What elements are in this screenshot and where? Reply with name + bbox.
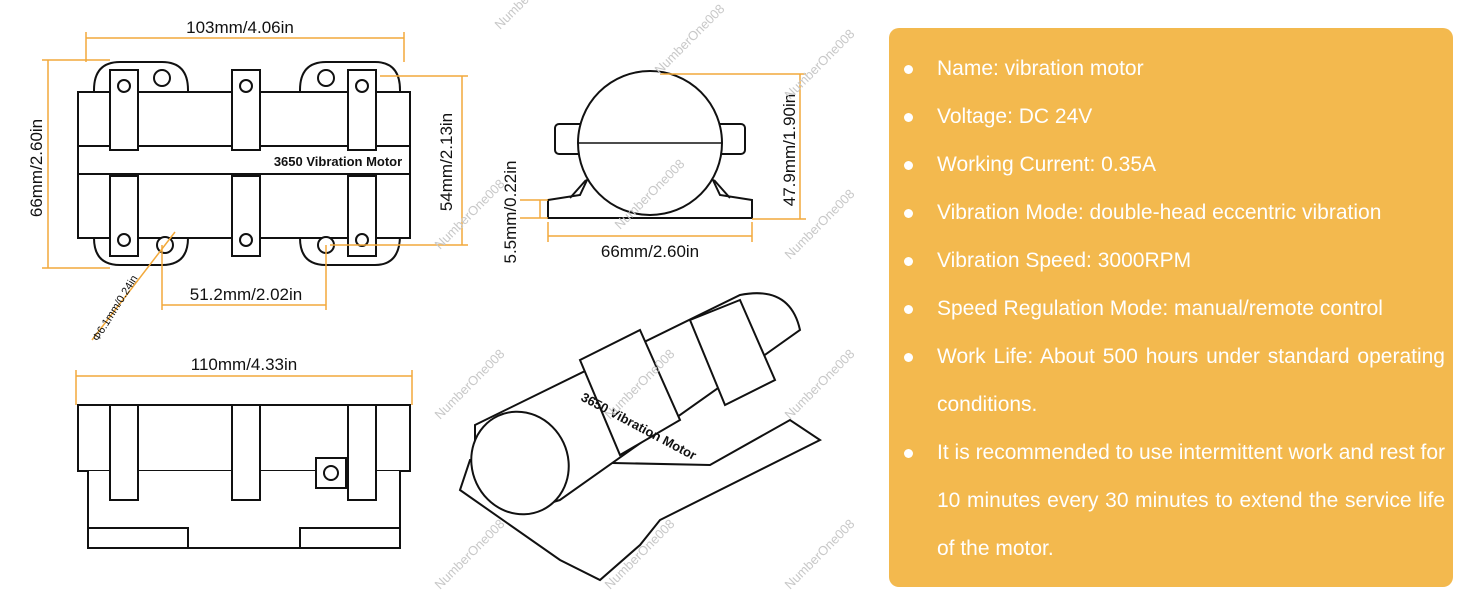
- specifications-panel: Name: vibration motor Voltage: DC 24V Wo…: [889, 28, 1453, 587]
- spec-voltage: Voltage: DC 24V: [937, 105, 1093, 128]
- bullet-icon: [904, 113, 913, 122]
- spec-item: Vibration Mode: double-head eccentric vi…: [889, 189, 1453, 237]
- side-view-drawing: [547, 70, 753, 219]
- technical-drawings: 3650 Vibration Motor 103mm/4.06in 66mm/2…: [27, 0, 858, 592]
- spec-recommendation: It is recommended to use intermittent wo…: [937, 441, 1445, 560]
- isometric-view-drawing: [458, 292, 822, 582]
- bottom-view-drawing: [77, 404, 411, 549]
- watermark-9: NumberOne008: [782, 346, 858, 422]
- side-view-dimension-lines: [520, 73, 806, 242]
- spec-speed: Vibration Speed: 3000RPM: [937, 249, 1192, 272]
- spec-item: Work Life: About 500 hours under standar…: [889, 333, 1453, 429]
- foot-height-dim: 5.5mm/0.22in: [501, 161, 520, 264]
- bottom-view-dimension-lines: [75, 370, 413, 405]
- base-width-dim: 66mm/2.60in: [601, 242, 699, 261]
- bottom-width-dim: 110mm/4.33in: [191, 355, 297, 374]
- spec-name: Name: vibration motor: [937, 57, 1144, 80]
- spec-item: It is recommended to use intermittent wo…: [889, 429, 1453, 573]
- spec-vibration-mode: Vibration Mode: double-head eccentric vi…: [937, 201, 1382, 224]
- bullet-icon: [904, 209, 913, 218]
- watermark-12: NumberOne008: [782, 516, 858, 592]
- watermark-2: NumberOne008: [652, 1, 728, 77]
- bullet-icon: [904, 257, 913, 266]
- top-width-dim: 103mm/4.06in: [186, 18, 294, 37]
- side-height-dim: 47.9mm/1.90in: [780, 94, 799, 206]
- watermark-10: NumberOne008: [432, 516, 508, 592]
- top-view-drawing: [77, 61, 411, 266]
- watermark-7: NumberOne008: [432, 346, 508, 422]
- spec-item: Speed Regulation Mode: manual/remote con…: [889, 285, 1453, 333]
- spec-item: Voltage: DC 24V: [889, 93, 1453, 141]
- left-height-dim: 66mm/2.60in: [27, 119, 46, 217]
- spec-item: Name: vibration motor: [889, 45, 1453, 93]
- hole-diameter-dim: Φ6.1mm/0.24in: [90, 273, 140, 343]
- spec-current: Working Current: 0.35A: [937, 153, 1157, 176]
- hole-spacing-dim: 51.2mm/2.02in: [190, 285, 302, 304]
- bullet-icon: [904, 353, 913, 362]
- spec-item: Working Current: 0.35A: [889, 141, 1453, 189]
- right-height-dim: 54mm/2.13in: [437, 113, 456, 211]
- spec-item: Vibration Speed: 3000RPM: [889, 237, 1453, 285]
- top-view-dimension-lines: [42, 32, 468, 341]
- spec-regulation: Speed Regulation Mode: manual/remote con…: [937, 297, 1383, 320]
- motor-label-top: 3650 Vibration Motor: [274, 154, 402, 169]
- bullet-icon: [904, 305, 913, 314]
- bullet-icon: [904, 449, 913, 458]
- bullet-icon: [904, 161, 913, 170]
- watermark-3: NumberOne008: [782, 26, 858, 102]
- bullet-icon: [904, 65, 913, 74]
- spec-work-life: Work Life: About 500 hours under standar…: [937, 345, 1445, 416]
- spec-list: Name: vibration motor Voltage: DC 24V Wo…: [889, 45, 1453, 573]
- watermark-1: NumberOne008: [492, 0, 568, 32]
